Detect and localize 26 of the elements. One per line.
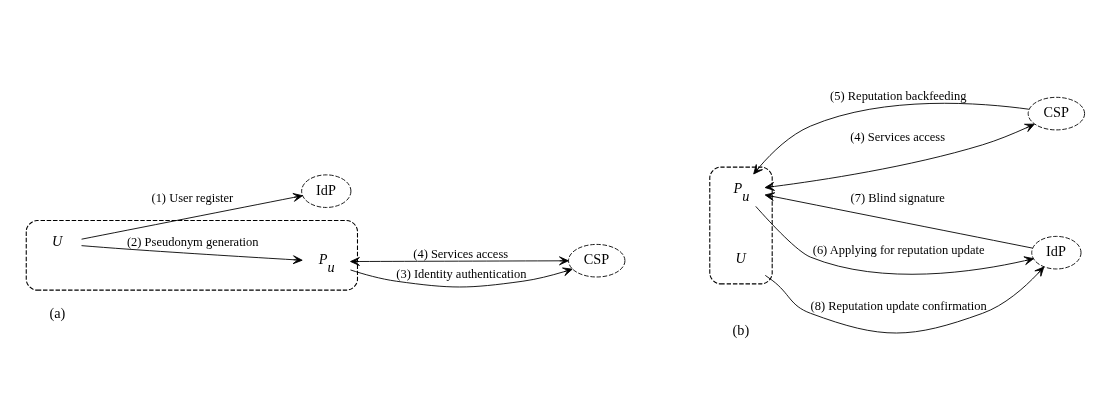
arrow [764,123,1035,191]
arrow [764,266,1045,333]
node-ellipse: CSP [568,243,626,277]
arrow [81,244,303,264]
node-text: U [52,232,63,249]
edge-label: (1) User register [151,190,234,205]
node-ellipse: IdP [1031,235,1082,269]
arrow [350,267,573,287]
arrow [764,191,1033,249]
label: (b) [732,321,750,338]
edge-label: (3) Identity authentication [396,266,527,281]
edge-label: (8) Reputation update confirmation [810,298,987,313]
edge-label: (4) Services access [413,246,509,261]
arrow [81,192,303,240]
arrow [753,102,1030,174]
arrow [350,255,569,266]
arrow [755,205,1034,275]
node-text: U [735,249,746,266]
edge-label: (6) Applying for reputation update [812,242,985,257]
edge-label: (5) Reputation backfeeding [830,88,967,103]
edge-label: (4) Services access [850,129,946,144]
edge-label: (7) Blind signature [850,190,945,205]
node-ellipse: CSP [1027,96,1086,130]
label: (a) [49,304,66,321]
node-ellipse: IdP [301,173,352,208]
edge-label: (2) Pseudonym generation [126,234,259,249]
